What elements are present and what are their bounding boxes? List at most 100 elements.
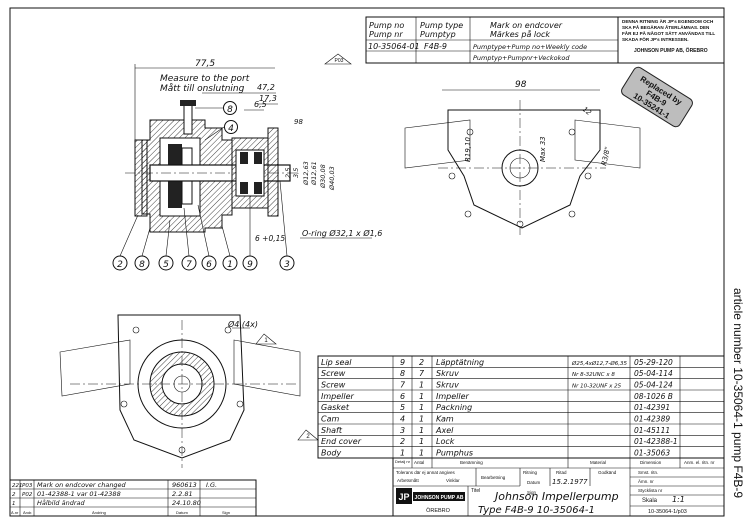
svg-text:6,5: 6,5 bbox=[254, 100, 267, 109]
svg-text:Detalj nr: Detalj nr bbox=[395, 459, 411, 464]
svg-text:Datum: Datum bbox=[527, 480, 541, 485]
rev-no: 1 bbox=[12, 501, 16, 507]
replaced-by-stamp: Replaced by F4B-9 10-35241-1 bbox=[621, 66, 693, 128]
parts-name: Gasket bbox=[321, 403, 350, 412]
balloons-bottom: 2 8 5 7 6 1 9 3 bbox=[112, 180, 295, 271]
parts-det: 6 bbox=[400, 392, 405, 401]
svg-text:6 +0,15: 6 +0,15 bbox=[255, 234, 285, 243]
parts-qty: 2 bbox=[419, 358, 424, 367]
end-view-top: 98 98 R19,10 Max 33 R3/8" 12 bbox=[404, 80, 641, 235]
svg-text:Ä.nr: Ä.nr bbox=[11, 510, 19, 515]
rev-triangle-p03: P03 bbox=[335, 58, 344, 64]
svg-text:Ø12,61: Ø12,61 bbox=[310, 161, 318, 186]
svg-text:2,5: 2,5 bbox=[284, 168, 292, 178]
parts-sv: Skruv bbox=[436, 381, 459, 390]
svg-text:Ändring: Ändring bbox=[92, 510, 106, 515]
parts-det: 1 bbox=[400, 449, 405, 458]
parts-name: End cover bbox=[321, 437, 362, 446]
drawing-number: 10-35064-1/p03 bbox=[648, 509, 687, 515]
parts-name: Screw bbox=[321, 369, 346, 378]
hdr-pumptype: Pump type bbox=[420, 21, 463, 30]
svg-text:Sign: Sign bbox=[527, 490, 537, 495]
svg-text:15.2.1977: 15.2.1977 bbox=[552, 478, 588, 486]
rev-text: 01-42388-1 var 01-42388 bbox=[37, 490, 121, 498]
parts-det: 7 bbox=[400, 381, 406, 390]
article-number-note: article number 10-35064-1 pump F4B-9 bbox=[731, 287, 745, 498]
parts-dim: Nr 10-32UNF x 25 bbox=[572, 384, 622, 390]
parts-list: Lip seal 9 2 Läpptätning Ø25,4xØ12,7-Ø6,35 05… bbox=[297, 355, 725, 459]
svg-text:47,2: 47,2 bbox=[257, 83, 275, 92]
svg-text:Anm. el. ritn. nr: Anm. el. ritn. nr bbox=[684, 460, 715, 465]
copyright-box: DENNA RITNING ÄR JP's EGENDOM OCH SKA PÅ… bbox=[617, 16, 725, 64]
parts-art: 05-04-114 bbox=[634, 369, 673, 378]
parts-dim: Ø25,4xØ12,7-Ø6,35 bbox=[571, 360, 627, 367]
svg-text:Datum: Datum bbox=[176, 510, 188, 515]
parts-name: Screw bbox=[321, 381, 346, 390]
rev-text: Mark on endcover changed bbox=[37, 481, 127, 489]
svg-text:Ø30,08: Ø30,08 bbox=[319, 164, 327, 189]
svg-text:Sign: Sign bbox=[222, 510, 230, 515]
parts-det: 3 bbox=[400, 426, 405, 435]
svg-text:JOHNSON PUMP AB, ÖREBRO: JOHNSON PUMP AB, ÖREBRO bbox=[634, 47, 708, 54]
rev-ref: P03 bbox=[22, 483, 33, 489]
rev-date: 960613 bbox=[172, 481, 197, 489]
parts-qty: 1 bbox=[419, 449, 424, 458]
hdr-pumptyp: Pumptyp bbox=[420, 30, 456, 39]
parts-qty: 7 bbox=[419, 369, 425, 378]
parts-name: Body bbox=[321, 449, 341, 458]
svg-text:1: 1 bbox=[227, 260, 233, 270]
rev-ref: P02 bbox=[22, 492, 33, 498]
svg-text:ÖREBRO: ÖREBRO bbox=[426, 507, 451, 514]
hdr-type-value: F4B-9 bbox=[424, 42, 447, 51]
parts-sv: Axel bbox=[435, 426, 454, 435]
rev-date: 2.2.81 bbox=[172, 490, 193, 498]
svg-text:1:1: 1:1 bbox=[672, 495, 685, 504]
parts-sv: Pumphus bbox=[436, 449, 473, 458]
svg-text:Godkänd: Godkänd bbox=[598, 470, 617, 475]
parts-name: Cam bbox=[321, 415, 339, 424]
svg-text:2: 2 bbox=[117, 260, 123, 270]
jp-logo bbox=[396, 488, 412, 504]
parts-sv: Skruv bbox=[436, 369, 459, 378]
svg-text:Bearbetning: Bearbetning bbox=[481, 475, 506, 480]
balloon-4: 4 bbox=[228, 124, 234, 134]
parts-qty: 1 bbox=[419, 415, 424, 424]
parts-name: Lip seal bbox=[321, 358, 352, 367]
max-33-label: Max 33 bbox=[539, 136, 547, 162]
svg-text:98: 98 bbox=[515, 80, 527, 90]
svg-text:Titel: Titel bbox=[471, 488, 480, 494]
parts-det: 4 bbox=[400, 415, 405, 424]
parts-art: 01-42391 bbox=[634, 403, 670, 412]
svg-text:SKA PÅ BEGÄRAN ÅTERLÄMNAS. DEN: SKA PÅ BEGÄRAN ÅTERLÄMNAS. DEN bbox=[622, 24, 710, 30]
drawing-title: Johnson Impellerpump bbox=[493, 490, 619, 503]
svg-text:17,3: 17,3 bbox=[259, 94, 277, 103]
svg-text:Ø40,03: Ø40,03 bbox=[328, 166, 336, 191]
rev-no: 221 bbox=[12, 483, 23, 489]
parts-sv: Läpptätning bbox=[436, 358, 484, 367]
rev-date: 24.10.80 bbox=[172, 499, 201, 507]
svg-text:JP: JP bbox=[398, 492, 409, 502]
svg-text:Ritad: Ritad bbox=[556, 470, 567, 475]
svg-text:Stycklista nr: Stycklista nr bbox=[638, 488, 663, 493]
parts-det: 2 bbox=[400, 437, 405, 446]
svg-text:1: 1 bbox=[264, 338, 268, 344]
svg-text:Ämn. nr: Ämn. nr bbox=[638, 478, 654, 484]
parts-qty: 1 bbox=[419, 437, 424, 446]
parts-qty: 1 bbox=[419, 392, 424, 401]
parts-art: 05-04-124 bbox=[634, 381, 673, 390]
parts-art: 01-45111 bbox=[634, 426, 670, 435]
svg-text:Ändr.: Ändr. bbox=[23, 510, 32, 515]
parts-sv: Kam bbox=[436, 415, 454, 424]
svg-text:Antal: Antal bbox=[414, 460, 424, 465]
oring-label: O-ring Ø32,1 x Ø1,6 bbox=[302, 228, 382, 238]
hole-label: Ø4 (4x) bbox=[227, 319, 258, 329]
title-block: Detalj nr Antal Benämning Material Dimen… bbox=[392, 457, 725, 517]
section-view: 77,5 Measure to the port Mått till onslu… bbox=[112, 59, 382, 271]
rev-sign: I.G. bbox=[206, 481, 217, 489]
balloon-8: 8 bbox=[227, 105, 233, 115]
parts-det: 5 bbox=[400, 403, 405, 412]
parts-det: 9 bbox=[400, 358, 405, 367]
hdr-marke: Märkes på lock bbox=[490, 29, 550, 39]
svg-text:Arbetsmått: Arbetsmått bbox=[397, 477, 420, 483]
